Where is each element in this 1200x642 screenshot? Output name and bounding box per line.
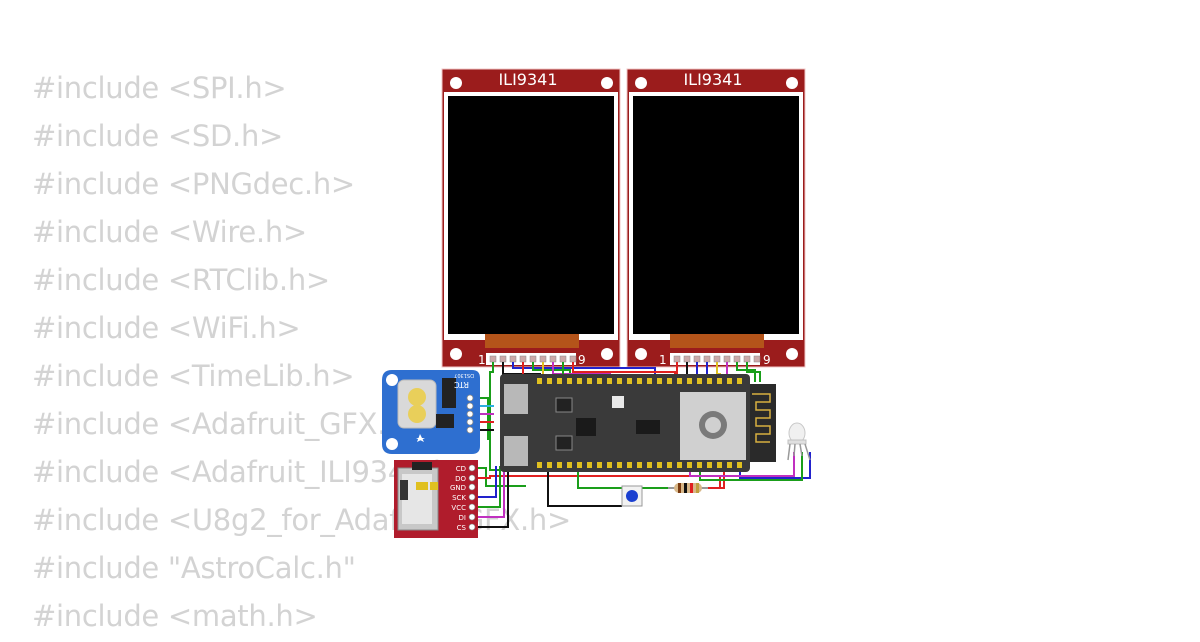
code-line: #include <math.h> [32, 599, 318, 633]
sd-pin-label: CD [456, 465, 466, 473]
push-button[interactable] [621, 485, 643, 507]
code-line: #include <PNGdec.h> [32, 167, 355, 201]
display-1-pin-first: 1 [478, 353, 486, 367]
code-line: #include <WiFi.h> [32, 311, 301, 345]
rgb-led [787, 422, 811, 461]
rtc-label: RTC [454, 380, 469, 389]
sd-pin-label: CS [457, 524, 467, 532]
ili9341-display-1[interactable]: ILI9341 1 9 [441, 68, 621, 368]
code-line: #include <TimeLib.h> [32, 359, 355, 393]
code-background: #include <SPI.h> #include <SD.h> #includ… [32, 66, 571, 642]
sd-card-module[interactable]: CD DO GND SCK VCC DI CS [394, 460, 478, 538]
display-1-pin-last: 9 [578, 353, 586, 367]
code-line: #include <RTClib.h> [32, 263, 330, 297]
code-line: #include "AstroCalc.h" [32, 551, 356, 585]
display-1-label: ILI9341 [498, 70, 557, 89]
rtc-module[interactable]: RTC DS1307 [382, 370, 480, 454]
code-line: #include <Wire.h> [32, 215, 307, 249]
sd-pin-label: DO [455, 475, 466, 483]
sd-pin-label: GND [450, 484, 466, 492]
sd-pin-label: VCC [451, 504, 466, 512]
sd-pin-label: SCK [452, 494, 466, 502]
ili9341-display-2[interactable]: ILI9341 1 9 [626, 68, 806, 368]
sd-pin-label: DI [459, 514, 466, 522]
esp32-board[interactable] [500, 374, 776, 472]
rtc-chip-label: DS1307 [454, 372, 474, 378]
display-1-screen [448, 96, 614, 334]
display-2-pin-first: 1 [659, 353, 667, 367]
display-2-pin-last: 9 [763, 353, 771, 367]
code-line: #include <SD.h> [32, 119, 284, 153]
resistor [668, 483, 708, 493]
display-2-screen [633, 96, 799, 334]
display-2-label: ILI9341 [683, 70, 742, 89]
code-line: #include <SPI.h> [32, 71, 287, 105]
